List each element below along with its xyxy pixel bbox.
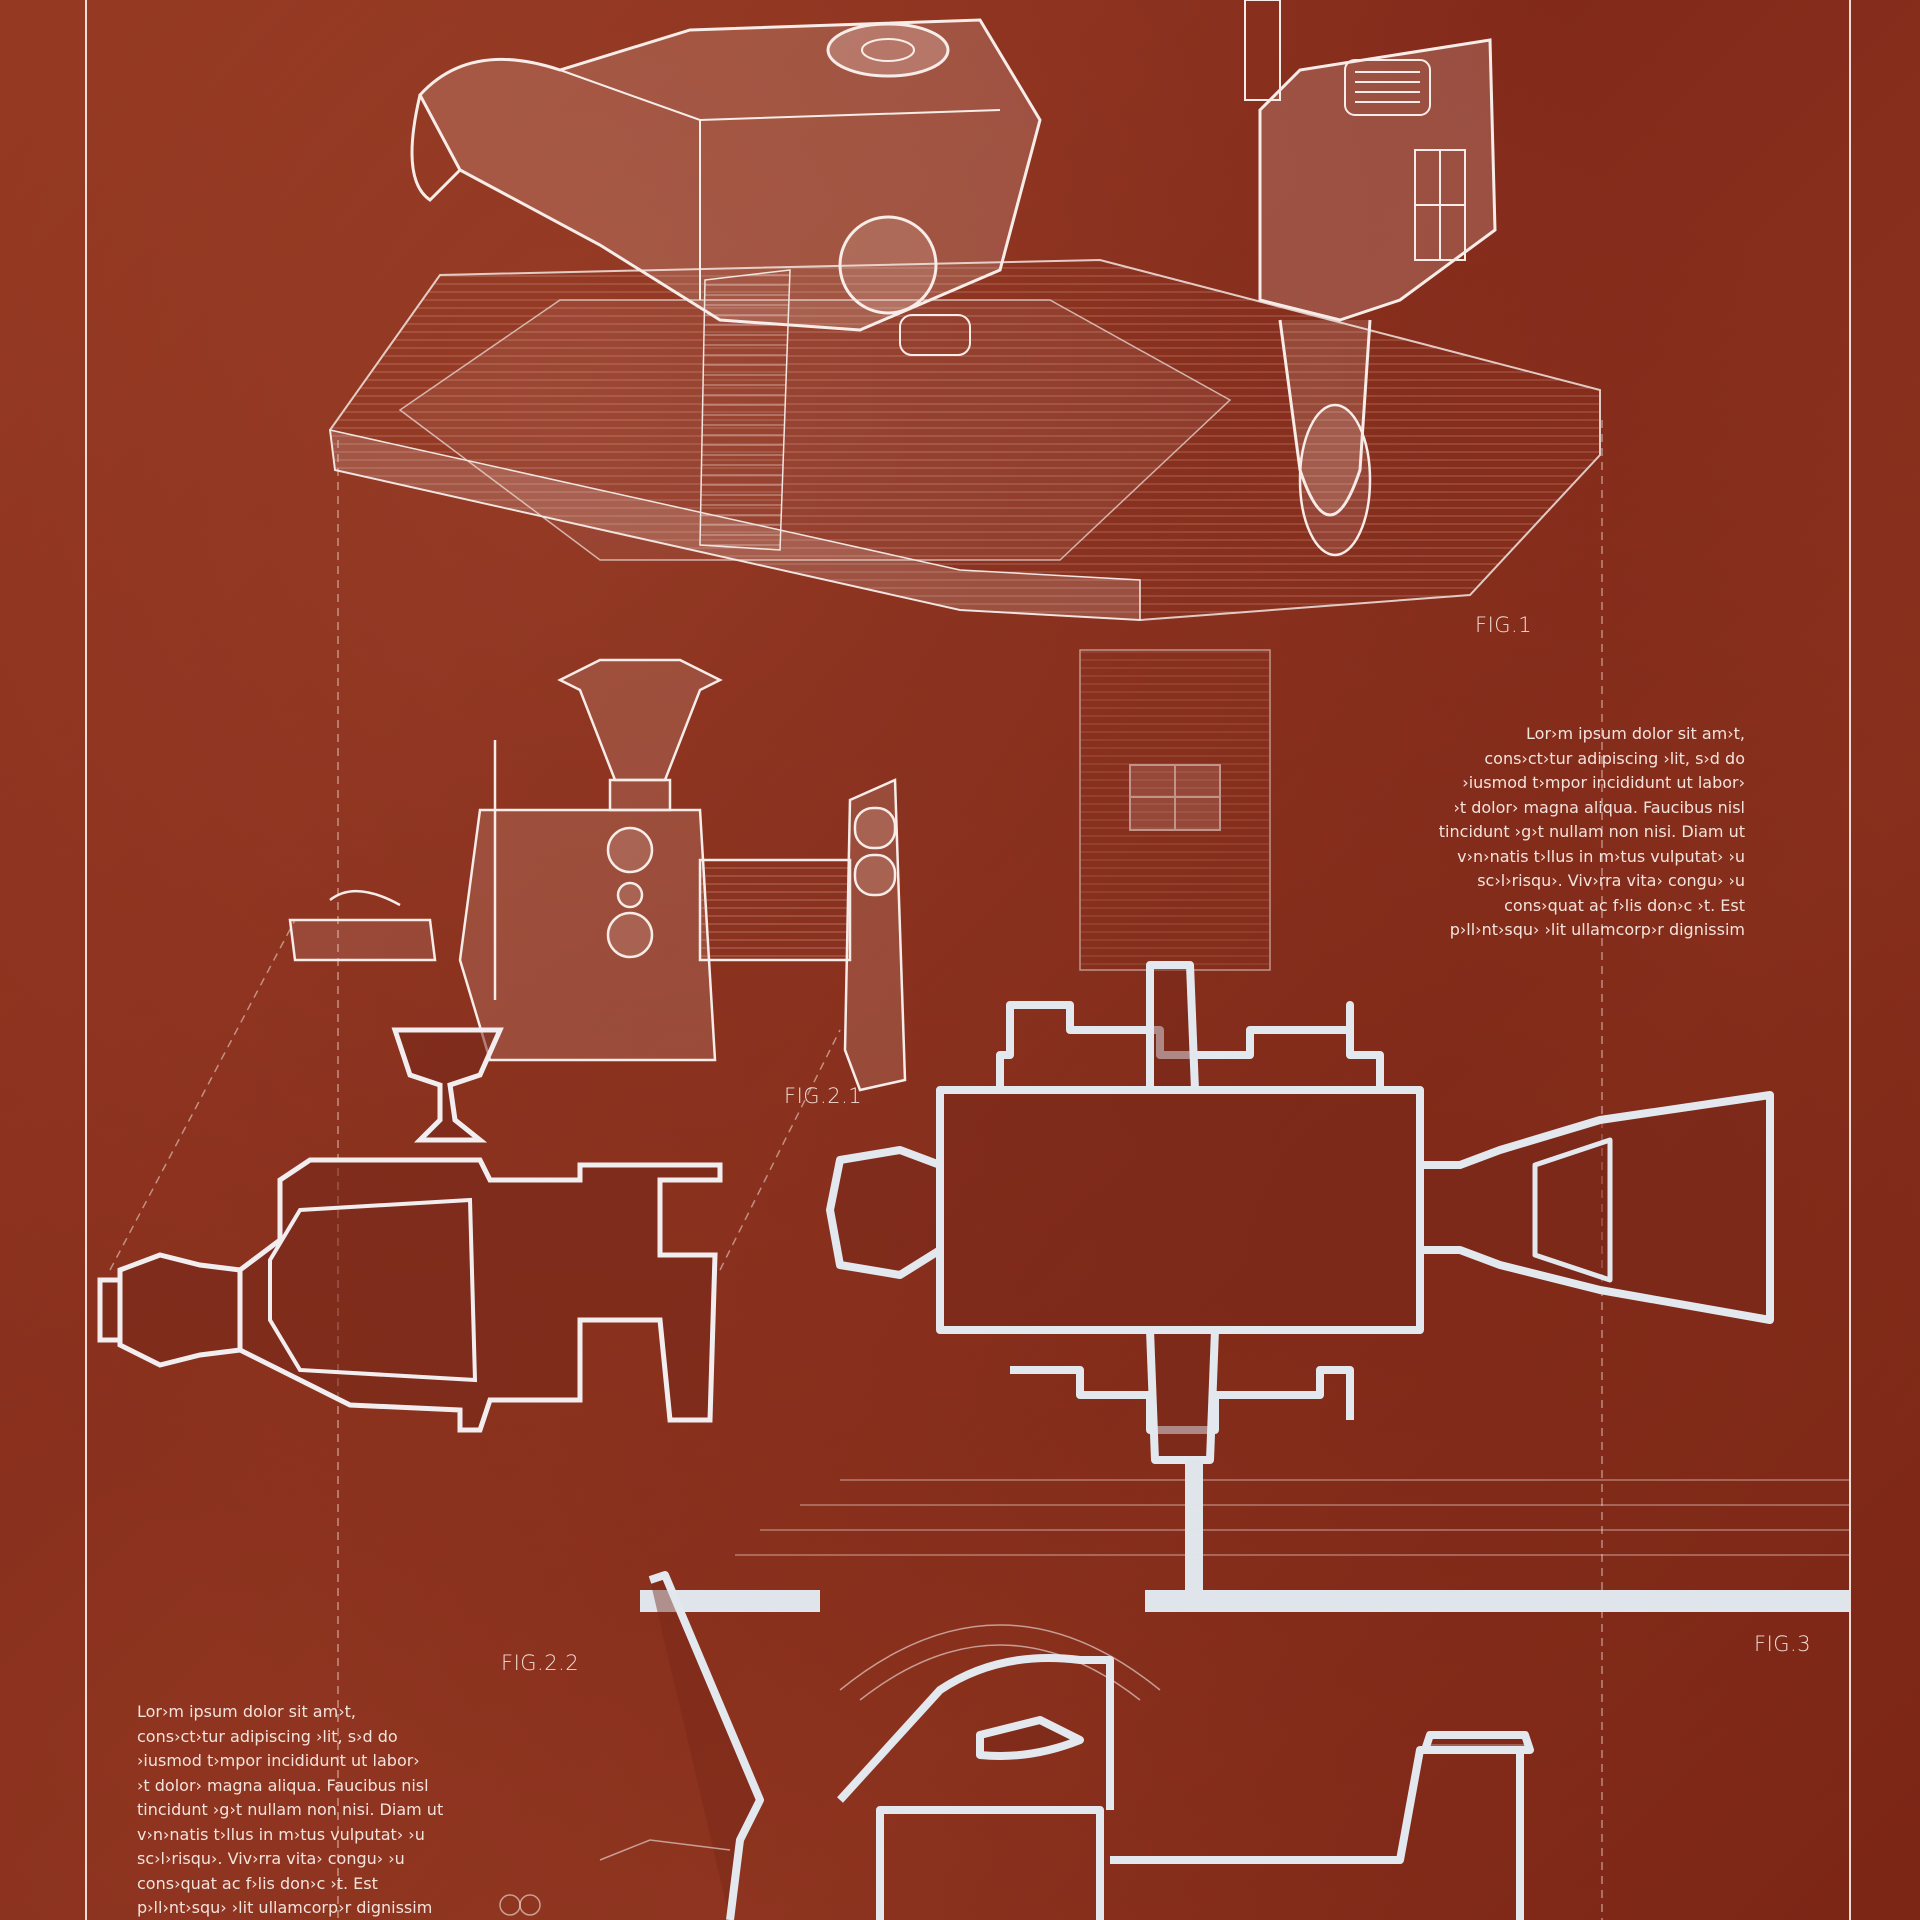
text-line: cons›quat ac f›lis don›c ›t. Est — [137, 1873, 378, 1893]
fig2-1-elevation — [288, 658, 907, 1092]
fig2-2-label: FIG.2.2 — [501, 1651, 580, 1675]
text-line: p›ll›nt›squ› ›lit ullamcorp›r dignissim — [1449, 920, 1745, 939]
fig3-section — [640, 961, 1850, 1612]
bottom-section-plan — [648, 1571, 1534, 1920]
fig3-label: FIG.3 — [1754, 1632, 1812, 1656]
description-text-right: Lor›m ipsum dolor sit am›t, cons›ct›tur … — [1439, 722, 1745, 943]
description-text-left: Lor›m ipsum dolor sit am›t, cons›ct›tur … — [137, 1700, 443, 1920]
text-line: v›n›natis t›llus in m›tus vulputat› ›u — [137, 1824, 425, 1844]
text-line: cons›ct›tur adipiscing ›lit, s›d do — [1484, 748, 1745, 768]
text-line: cons›quat ac f›lis don›c ›t. Est — [1504, 895, 1745, 915]
text-line: ›iusmod t›mpor incididunt ut labor› — [137, 1751, 420, 1770]
fig1-isometric-model — [328, 0, 1601, 622]
text-line: Lor›m ipsum dolor sit am›t, — [1526, 724, 1745, 743]
bottom-section-detail — [499, 1624, 1161, 1916]
text-line: ›iusmod t›mpor incididunt ut labor› — [1462, 773, 1745, 792]
fig2-1-label: FIG.2.1 — [784, 1084, 863, 1108]
text-line: tincidunt ›g›t nullam non nisi. Diam ut — [137, 1800, 444, 1819]
text-line: v›n›natis t›llus in m›tus vulputat› ›u — [1457, 846, 1745, 866]
text-line: sc›l›risqu›. Viv›rra vita› congu› ›u — [1477, 871, 1745, 890]
text-line: p›ll›nt›squ› ›lit ullamcorp›r dignissim — [137, 1898, 433, 1917]
text-line: tincidunt ›g›t nullam non nisi. Diam ut — [1438, 822, 1745, 841]
text-line: Lor›m ipsum dolor sit am›t, — [137, 1702, 356, 1721]
fig2-2-section — [97, 1027, 723, 1433]
text-line: cons›ct›tur adipiscing ›lit, s›d do — [137, 1726, 398, 1746]
text-line: sc›l›risqu›. Viv›rra vita› congu› ›u — [137, 1849, 405, 1868]
fig2-background-tower — [1079, 649, 1271, 971]
fig1-label: FIG.1 — [1475, 613, 1533, 637]
text-line: ›t dolor› magna aliqua. Faucibus nisl — [1453, 797, 1745, 817]
text-line: ›t dolor› magna aliqua. Faucibus nisl — [137, 1775, 429, 1795]
